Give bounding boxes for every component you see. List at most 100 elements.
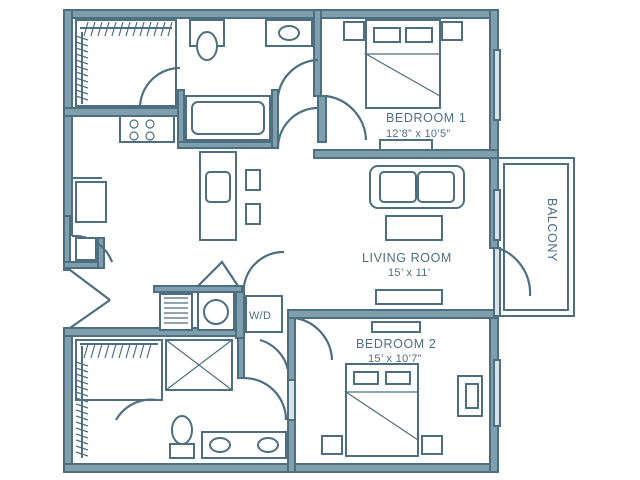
wall-tub-right: [271, 89, 279, 149]
hanger: [167, 21, 173, 37]
refrigerator: [75, 181, 107, 223]
coffee-table: [385, 215, 443, 241]
hanger: [125, 21, 131, 37]
balcony-label: BALCONY: [545, 198, 559, 262]
hanger: [90, 343, 96, 359]
sofa-cushion-1: [379, 171, 417, 203]
living-room-label: LIVING ROOM: [362, 251, 452, 265]
bed-2-entry: [287, 379, 296, 421]
sink-2b: [257, 437, 279, 453]
pillow-1b: [405, 27, 433, 43]
dresser-2: [371, 321, 421, 333]
desk-chair: [465, 383, 479, 409]
bedroom-1-size: 12’8” x 10’5”: [386, 128, 450, 140]
wall-bed2-top: [287, 309, 499, 319]
bath-1-door-swing: [276, 58, 319, 97]
closet-2-outline: [75, 339, 163, 401]
hanger: [75, 409, 89, 415]
bedroom-1: BEDROOM 1 12’8” x 10’5”: [325, 19, 501, 151]
living-room: LIVING ROOM 15’ x 11’: [362, 165, 501, 305]
closet-bottom-left: [75, 339, 163, 458]
hanger: [75, 65, 89, 71]
hanger: [75, 451, 89, 457]
hanger: [153, 21, 159, 37]
wall-bed1-door-jamb: [317, 95, 327, 143]
bed-1-door-swing: [325, 94, 368, 141]
hanger: [118, 21, 124, 37]
laundry-door-swing: [242, 250, 285, 287]
nightstand-1a: [343, 21, 365, 41]
hanger: [104, 21, 110, 37]
wall-bottom: [63, 463, 499, 473]
bedroom-2-label: BEDROOM 2: [356, 337, 436, 351]
linen-closet: [159, 293, 193, 331]
laundry-label: W/D: [249, 310, 271, 322]
hanger: [75, 415, 89, 421]
hanger: [75, 77, 89, 83]
hanger: [75, 35, 89, 41]
burner-3: [129, 131, 139, 141]
washer-dryer: [245, 295, 283, 333]
pillow-2a: [353, 371, 379, 385]
hanger: [146, 21, 152, 37]
bed-2-door-swing: [294, 316, 334, 361]
bedroom-2-size: 15’ x 10’7”: [368, 353, 422, 365]
hanger: [83, 21, 89, 37]
kitchen-sink: [205, 171, 231, 203]
hanger: [90, 21, 96, 37]
hanger: [75, 445, 89, 451]
bedroom-1-label: BEDROOM 1: [386, 111, 466, 125]
pillow-2b: [385, 371, 411, 385]
hanger: [104, 343, 110, 359]
shower-x-2: [165, 339, 233, 391]
hanger: [118, 343, 124, 359]
bed-2-fold: [344, 391, 419, 442]
bath-2: [165, 338, 290, 459]
hangers-bottom-left: [75, 361, 89, 457]
bath-1: [185, 19, 319, 149]
nightstand-1b: [441, 21, 463, 41]
hanger: [83, 343, 89, 359]
hangers-linen: [164, 297, 188, 324]
hanger: [75, 367, 89, 373]
bedroom-2: BEDROOM 2 15’ x 10’7”: [287, 316, 501, 457]
wall-tub-bottom: [177, 141, 279, 149]
nightstand-2a: [321, 435, 343, 455]
hanger: [111, 343, 117, 359]
closet-outline: [75, 19, 177, 107]
hanger: [75, 433, 89, 439]
hanger: [97, 21, 103, 37]
closet-top-left: [75, 19, 181, 109]
bed-1-fold: [363, 53, 441, 98]
wall-left-lower: [63, 327, 73, 473]
wall-bed2-left-lower: [287, 419, 296, 473]
burner-1: [129, 119, 139, 129]
window-living: [493, 189, 501, 241]
hanger: [75, 47, 89, 53]
hanger: [139, 343, 145, 359]
burner-4: [145, 131, 155, 141]
wall-bed2-left: [287, 309, 296, 381]
toilet-bowl-1: [196, 31, 218, 61]
wall-top: [63, 9, 499, 19]
tv-console: [375, 289, 443, 305]
hanger: [75, 89, 89, 95]
toilet-tank-2: [169, 443, 195, 459]
hanger: [75, 59, 89, 65]
dresser-1: [379, 139, 433, 151]
sink-1: [278, 25, 300, 41]
hall-door-swing: [276, 106, 319, 149]
hangers-bottom: [83, 343, 152, 359]
kitchen: [71, 115, 261, 241]
hanger: [75, 41, 89, 47]
wall-bed1-bottom: [313, 149, 499, 159]
bath-2-hall-swing: [259, 338, 290, 371]
kitchen-counter-left: [71, 116, 102, 236]
wall-laundry-left: [235, 285, 245, 339]
balcony: BALCONY: [493, 157, 575, 317]
hanger: [125, 343, 131, 359]
burner-2: [145, 119, 155, 129]
water-heater: [203, 299, 229, 325]
hanger: [160, 21, 166, 37]
